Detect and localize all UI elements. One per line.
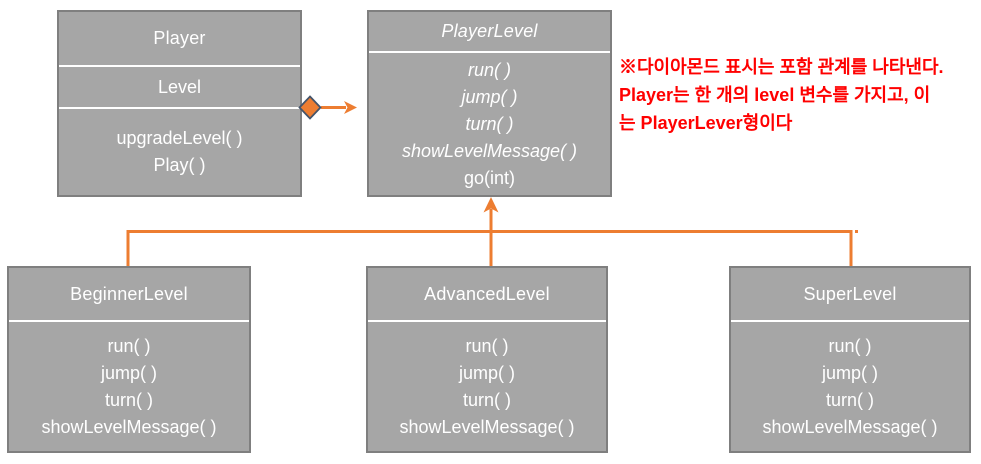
class-methods-playerlevel: run( ) jump( ) turn( ) showLevelMessage(… [369, 51, 610, 195]
method-line: go(int) [463, 167, 516, 188]
class-title-player: Player [153, 28, 206, 48]
class-box-superlevel: SuperLevel run( ) jump( ) turn( ) showLe… [729, 266, 971, 453]
method-line: showLevelMessage( ) [41, 416, 217, 437]
aggregation-arrowhead-icon [344, 101, 357, 114]
method-line: showLevelMessage( ) [399, 416, 575, 437]
class-title-playerlevel: PlayerLevel [441, 21, 538, 41]
method-line: run( ) [467, 59, 511, 80]
method-line: jump( ) [100, 362, 157, 383]
method-line: run( ) [828, 335, 872, 356]
class-box-player: Player Level upgradeLevel( ) Play( ) [57, 10, 302, 197]
method-line: run( ) [107, 335, 151, 356]
method-line: jump( ) [458, 362, 515, 383]
method-line: showLevelMessage( ) [762, 416, 938, 437]
class-title-superlevel: SuperLevel [803, 283, 897, 304]
method-line: jump( ) [461, 86, 518, 107]
class-title-beginnerlevel: BeginnerLevel [70, 283, 188, 304]
class-box-playerlevel: PlayerLevel run( ) jump( ) turn( ) showL… [367, 10, 612, 197]
method-line: run( ) [465, 335, 509, 356]
note-text: ※다이아몬드 표시는 포함 관계를 나타낸다. Player는 한 개의 lev… [619, 53, 981, 137]
method-line: turn( ) [465, 113, 514, 134]
method-line: turn( ) [104, 389, 153, 410]
method-line: turn( ) [825, 389, 874, 410]
method-line: showLevelMessage( ) [401, 140, 578, 161]
note-line-3: 는 PlayerLever형이다 [619, 113, 793, 133]
class-methods-beginnerlevel: run( ) jump( ) turn( ) showLevelMessage(… [9, 320, 249, 451]
method-line: Play( ) [153, 155, 206, 175]
class-box-beginnerlevel: BeginnerLevel run( ) jump( ) turn( ) sho… [7, 266, 251, 453]
class-box-advancedlevel: AdvancedLevel run( ) jump( ) turn( ) sho… [366, 266, 608, 453]
method-line: jump( ) [821, 362, 878, 383]
inheritance-arrowhead-icon [483, 197, 499, 213]
class-methods-superlevel: run( ) jump( ) turn( ) showLevelMessage(… [731, 320, 969, 451]
aggregation-diamond-icon [298, 95, 322, 120]
note-line-2: Player는 한 개의 level 변수를 가지고, 이 [619, 85, 931, 105]
class-methods-player: upgradeLevel( ) Play( ) [59, 107, 300, 195]
method-line: upgradeLevel( ) [116, 128, 243, 148]
note-line-1: ※다이아몬드 표시는 포함 관계를 나타낸다. [619, 57, 944, 77]
class-title-advancedlevel: AdvancedLevel [424, 283, 550, 304]
class-methods-advancedlevel: run( ) jump( ) turn( ) showLevelMessage(… [368, 320, 606, 451]
class-attribute-level: Level [59, 65, 300, 107]
method-line: turn( ) [462, 389, 511, 410]
